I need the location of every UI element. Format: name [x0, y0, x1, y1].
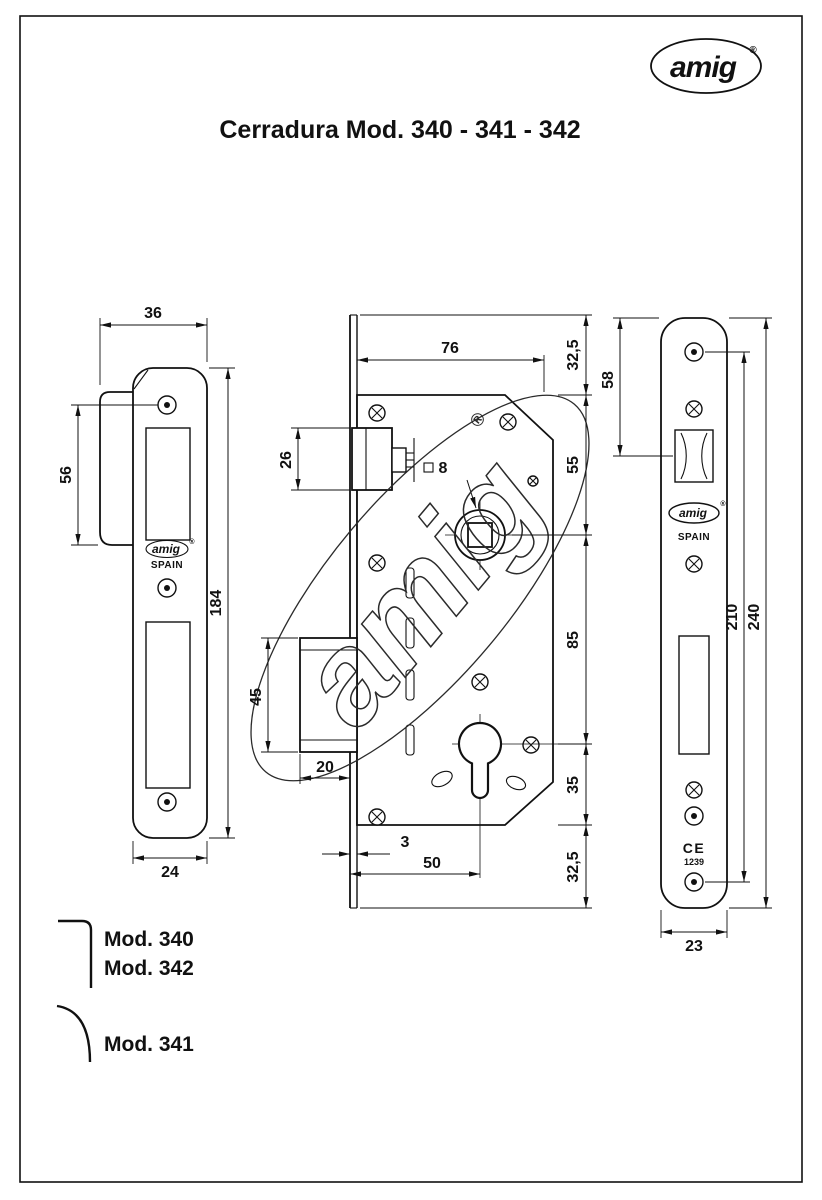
dim-faceplate-width: 23: [660, 910, 728, 955]
fixing-screw-icon: [685, 781, 703, 799]
legend-model-label: Mod. 340: [104, 928, 194, 951]
spindle-follower: [445, 500, 592, 570]
dim-label: 210: [724, 604, 741, 631]
dim-strike-plate-width: 24: [132, 841, 208, 881]
registered-mark: ®: [189, 538, 195, 546]
screw-hole-icon: [157, 395, 177, 415]
dim-top-to-latch: 58: [600, 317, 673, 457]
dim-label: 3: [401, 834, 410, 851]
case-screw-icon: [471, 673, 489, 691]
fixing-screw-icon: [685, 400, 703, 418]
dim-label: 24: [161, 864, 179, 881]
screw-hole-icon: [157, 792, 177, 812]
dim-label: 76: [441, 340, 459, 357]
legend-model-label: Mod. 342: [104, 957, 194, 980]
dim-case-width: 76: [357, 340, 545, 392]
latch-cutout: [145, 427, 191, 541]
corner-bevel-line: [133, 369, 149, 390]
dim-screw-centers: 210: [705, 351, 750, 883]
dim-label: 240: [746, 604, 763, 631]
mount-slot: [405, 617, 415, 649]
faceplate-brand-stamp: amig ® SPAIN: [668, 500, 726, 543]
dim-label: 32,5: [565, 339, 582, 370]
dim-label: 45: [248, 688, 265, 706]
oval-hole: [505, 775, 527, 791]
dim-bolt-height: 45: [248, 637, 298, 753]
strike-plate-lip: [99, 391, 133, 546]
lock-body-view: 8 amig: [248, 314, 592, 909]
screw-hole-icon: [684, 872, 704, 892]
dim-label: 26: [278, 451, 295, 469]
brand-logo-text: amig: [670, 51, 737, 84]
strike-plate-brand-stamp: amig ® SPAIN: [145, 538, 195, 571]
ce-mark: CE: [683, 840, 705, 856]
registered-mark: ®: [749, 45, 757, 56]
dim-total-height: 240: [729, 317, 772, 909]
dim-label: 8: [439, 460, 448, 477]
bolt-cutout: [145, 621, 191, 789]
dim-spindle: 8: [423, 460, 477, 509]
dim-label: 36: [144, 305, 162, 322]
dim-faceplate-thickness: 3: [322, 834, 410, 857]
fixing-screw-icon: [685, 555, 703, 573]
square-corner-symbol: [58, 919, 93, 988]
dim-label: 58: [600, 371, 617, 389]
screw-hole-icon: [157, 578, 177, 598]
dim-label: 184: [208, 590, 225, 617]
round-corner-symbol: [56, 1004, 92, 1063]
mount-slot: [405, 669, 415, 701]
screw-hole-icon: [684, 342, 704, 362]
case-screw-icon: [527, 475, 539, 487]
dim-label: 32,5: [565, 851, 582, 882]
lock-case: [356, 394, 554, 826]
mount-slot: [405, 724, 415, 756]
case-screw-icon: [368, 808, 386, 826]
dim-chain-vertical: 32,5 55 85 35 32,5: [360, 314, 592, 909]
stamp-logo-text: amig: [679, 506, 708, 520]
dim-label: 20: [316, 759, 334, 776]
screw-hole-icon: [684, 806, 704, 826]
case-screw-icon: [522, 736, 540, 754]
faceplate-view: amig ® SPAIN CE 1239 58 210 240: [600, 317, 772, 955]
stamp-origin-text: SPAIN: [151, 560, 183, 571]
registered-mark: ®: [720, 500, 726, 508]
dim-label: 56: [58, 466, 75, 484]
strike-plate-view: amig ® SPAIN 36 56 184 2: [58, 305, 235, 881]
case-screw-icon: [499, 413, 517, 431]
legend-model-label: Mod. 341: [104, 1033, 194, 1056]
dim-latch-height: 26: [278, 427, 350, 491]
square-spindle-icon: [423, 462, 434, 473]
roller-latch: [674, 429, 714, 483]
dim-label: 55: [565, 456, 582, 474]
dim-strike-lip-height: 56: [58, 404, 158, 546]
stamp-logo-text: amig: [152, 542, 181, 556]
dim-bolt-throw: 20: [299, 754, 350, 784]
case-screw-icon: [368, 404, 386, 422]
mount-slot: [405, 567, 415, 599]
page-border: [19, 15, 803, 1183]
dim-label: 35: [565, 776, 582, 794]
oval-hole: [431, 770, 453, 788]
stamp-origin-text: SPAIN: [678, 532, 710, 543]
dim-strike-height: 184: [208, 367, 235, 839]
dim-backset: 50: [350, 855, 480, 877]
brand-logo: amig ®: [650, 38, 762, 94]
page-title: Cerradura Mod. 340 - 341 - 342: [219, 116, 580, 144]
dim-strike-total-width: 36: [99, 305, 208, 385]
deadbolt: [299, 637, 358, 753]
bolt-cutout: [678, 635, 710, 755]
legend: Mod. 340 Mod. 342 Mod. 341: [56, 919, 194, 1063]
dim-label: 23: [685, 938, 703, 955]
ce-number: 1239: [684, 857, 704, 867]
dim-label: 50: [423, 855, 441, 872]
latch-bolt: [351, 427, 415, 491]
cylinder-hole: [452, 714, 592, 878]
dim-label: 85: [565, 631, 582, 649]
